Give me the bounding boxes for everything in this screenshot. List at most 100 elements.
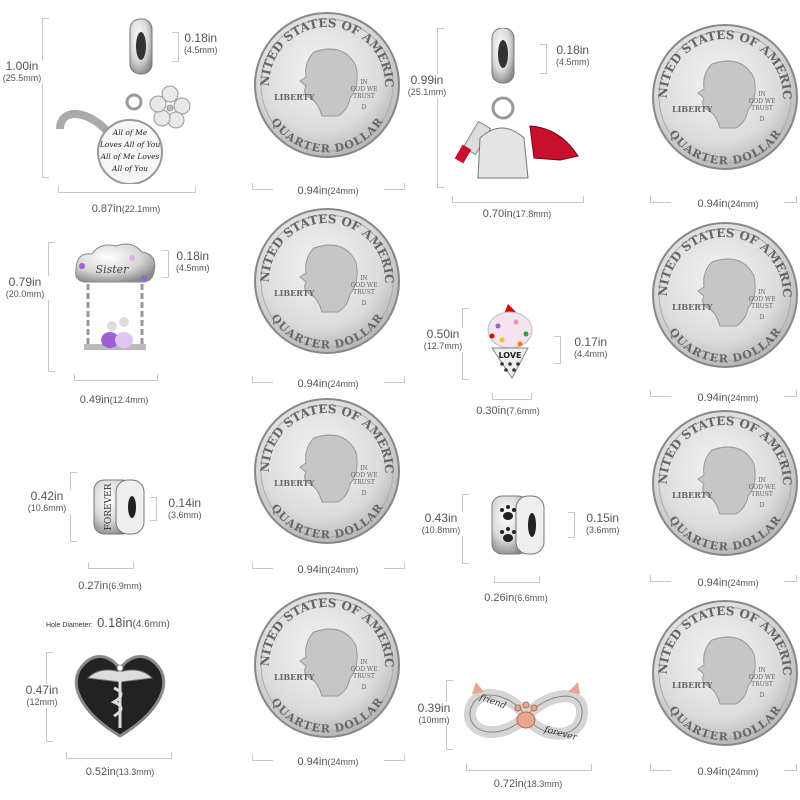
coin-motto-line: TRUST (751, 303, 773, 310)
coin-width-bracket (650, 196, 671, 203)
coin-width-bracket (384, 754, 405, 761)
coin-width-bracket (650, 390, 671, 397)
coin-mint-mark: D (362, 684, 367, 691)
charm-7-height-in: 0.39in (417, 701, 451, 715)
quarter-coin-2: UNITED STATES OF AMERICA IN GOD WE TRUST… (644, 11, 800, 172)
coin-motto-line: TRUST (353, 289, 375, 296)
charm-2-bead: 0.18in (4.5mm) (176, 250, 210, 274)
charm-3-height-in: 0.50in (426, 327, 460, 341)
charm-2-bead-in: 0.18in (176, 249, 210, 263)
coin-motto-line: TRUST (353, 479, 375, 486)
coin-width-label: 0.94in(24mm) (697, 766, 759, 778)
coin-motto-line: IN (360, 275, 368, 282)
forever-text: FOREVER (104, 483, 114, 530)
coin-motto-line: TRUST (751, 105, 773, 112)
charm-2-art: Sister (72, 240, 158, 370)
coin-width-bracket (252, 183, 273, 190)
charm-2-bead-mm: (4.5mm) (176, 263, 210, 273)
charm-7-width-bracket (466, 764, 592, 771)
coin-motto-line: IN (360, 465, 368, 472)
charm-7-height: 0.39in (10mm) (414, 702, 454, 726)
quarter-coin-4: UNITED STATES OF AMERICA IN GOD WE TRUST… (644, 209, 800, 370)
washington-portrait (299, 244, 358, 313)
charm-1-bead-in: 0.18in (556, 43, 590, 57)
coin-liberty-text: LIBERTY (274, 288, 315, 298)
charm-5-bead: 0.15in (3.6mm) (586, 512, 620, 536)
coin-width-bracket (252, 754, 273, 761)
charm-0-height-in: 1.00in (5, 59, 39, 73)
charm-1-height-bracket (437, 28, 444, 188)
coin-motto-line: GOD WE (749, 484, 776, 491)
coin-liberty-text: LIBERTY (672, 302, 713, 312)
washington-portrait (299, 48, 358, 117)
charm-0-engraving-line: Loves All of You (99, 140, 160, 149)
charm-6-art (70, 652, 170, 742)
charm-1-width: 0.70in(17.8mm) (482, 208, 552, 220)
charm-5-bead-mm: (3.6mm) (586, 525, 620, 535)
charm-0-engraving-line: All of You (111, 164, 148, 173)
charm-4-height-in: 0.42in (30, 489, 64, 503)
paw-icon (514, 701, 538, 729)
charm-5-bead-bracket (568, 512, 575, 538)
coin-mint-mark: D (760, 502, 765, 509)
charm-5-art (490, 492, 546, 558)
coin-width-bracket (384, 562, 405, 569)
charm-4-bead: 0.14in (3.6mm) (168, 497, 202, 521)
charm-5-width-bracket (494, 576, 540, 583)
coin-width-bracket (384, 183, 405, 190)
charm-7-width: 0.72in(18.3mm) (493, 778, 563, 790)
charm-4-width: 0.27in(6.9mm) (78, 580, 142, 592)
coin-motto-line: GOD WE (351, 472, 378, 479)
coin-liberty-text: LIBERTY (274, 478, 315, 488)
charm-2-height-mm: (20.0mm) (5, 289, 45, 299)
coin-mint-mark: D (760, 692, 765, 699)
coin-width-bracket (784, 196, 797, 203)
coin-width-bracket (650, 764, 671, 771)
coin-motto-line: GOD WE (351, 86, 378, 93)
charm-4-bead-bracket (150, 497, 157, 521)
charm-0-engraving-line: All of Me (112, 128, 148, 137)
charm-4-bead-mm: (3.6mm) (168, 510, 202, 520)
charm-2-width-bracket (74, 374, 158, 381)
cloud-icon (75, 243, 156, 283)
charm-0-bead-bracket (172, 32, 179, 62)
charm-5-width: 0.26in(6.6mm) (484, 592, 548, 604)
coin-width-bracket (784, 575, 797, 582)
charm-1-bead-bracket (540, 44, 547, 74)
charm-0-bead-mm: (4.5mm) (184, 45, 218, 55)
washington-portrait (697, 60, 756, 129)
charm-1-height-in: 0.99in (410, 73, 444, 87)
charm-3-engraving: LOVE (498, 351, 521, 360)
coin-motto-line: IN (758, 667, 766, 674)
charm-4-height-mm: (10.6mm) (27, 503, 67, 513)
charm-0-engraving-line: All of Me Loves (100, 152, 160, 161)
coin-motto-line: GOD WE (749, 98, 776, 105)
flower-icon (149, 85, 191, 129)
handbag-icon (477, 127, 529, 179)
coin-width-label: 0.94in(24mm) (697, 198, 759, 210)
coin-width-label: 0.94in(24mm) (297, 185, 359, 197)
washington-portrait (697, 636, 756, 705)
coin-motto-line: IN (360, 79, 368, 86)
charm-0-bead-in: 0.18in (184, 31, 218, 45)
high-heel-icon (529, 125, 579, 161)
coin-width-label: 0.94in(24mm) (297, 564, 359, 576)
coin-motto-line: TRUST (353, 93, 375, 100)
coin-mint-mark: D (760, 116, 765, 123)
charm-1-bead-mm: (4.5mm) (556, 57, 590, 67)
coin-motto-line: GOD WE (351, 282, 378, 289)
coin-liberty-text: LIBERTY (672, 104, 713, 114)
charm-1-height-mm: (25.1mm) (407, 87, 447, 97)
charm-3-height: 0.50in (12.7mm) (418, 328, 468, 352)
charm-6-height: 0.47in (12mm) (20, 684, 64, 708)
charm-0-art: All of Me Loves All of You All of Me Lov… (50, 14, 200, 185)
coin-motto-line: TRUST (353, 673, 375, 680)
charm-5-height-mm: (10.8mm) (421, 525, 461, 535)
charm-2-width: 0.49in(12.4mm) (79, 394, 149, 406)
charm-3-bead-bracket (554, 336, 561, 364)
hole-diameter: Hole Diameter: 0.18in(4.6mm) (46, 615, 170, 630)
coin-width-label: 0.94in(24mm) (297, 756, 359, 768)
coin-mint-mark: D (760, 314, 765, 321)
charm-6-width: 0.52in(13.3mm) (85, 766, 155, 778)
charm-5-height-in: 0.43in (424, 511, 458, 525)
